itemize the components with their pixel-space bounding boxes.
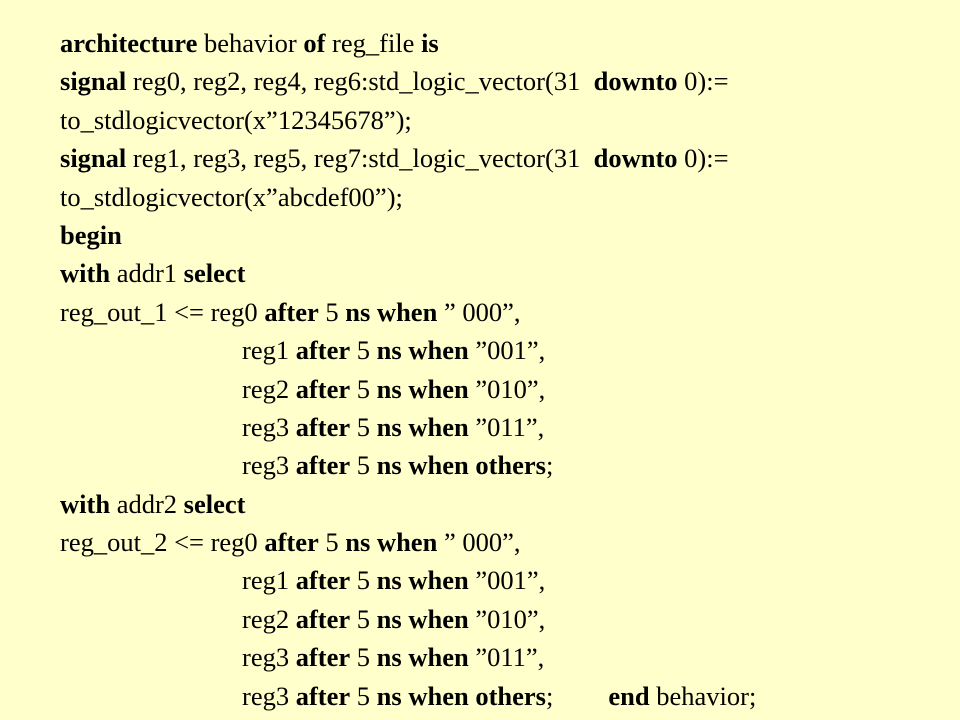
- code-line: reg_out_2 <= reg0 after 5 ns when ” 000”…: [60, 523, 756, 561]
- code-text: ;: [545, 680, 554, 711]
- code-text: behavior;: [649, 680, 757, 711]
- code-text: reg3: [242, 642, 296, 673]
- code-text: reg1: [242, 335, 296, 366]
- code-keyword: after: [295, 335, 351, 366]
- code-text: addr1: [110, 258, 184, 289]
- code-keyword: select: [183, 258, 246, 289]
- code-text: reg2: [242, 603, 296, 634]
- code-text: 5: [350, 411, 377, 442]
- code-line: architecture behavior of reg_file is: [60, 24, 756, 62]
- code-text: reg1: [242, 565, 296, 596]
- code-keyword: after: [264, 296, 319, 327]
- code-line: reg1 after 5 ns when ”001”,: [60, 561, 756, 599]
- code-text: 5: [350, 565, 377, 596]
- code-text: 0):=: [677, 66, 729, 97]
- code-text: addr2: [110, 488, 184, 519]
- code-text: reg2: [242, 373, 296, 404]
- code-keyword: architecture: [60, 28, 198, 58]
- code-keyword: after: [295, 680, 351, 711]
- code-text: reg_out_1 <= reg0: [60, 296, 265, 327]
- code-text: 5: [350, 450, 377, 481]
- code-text: 5: [318, 296, 346, 327]
- code-text: reg_file: [325, 28, 422, 58]
- code-keyword: of: [303, 28, 326, 58]
- code-text: ” 000”,: [437, 527, 521, 558]
- code-keyword: ns when others: [376, 450, 546, 481]
- code-keyword: downto: [593, 143, 678, 174]
- code-keyword: after: [295, 642, 351, 673]
- code-keyword: after: [295, 411, 351, 442]
- code-keyword: signal: [60, 66, 127, 97]
- code-text: 5: [318, 527, 346, 558]
- code-line: reg3 after 5 ns when others;: [60, 446, 756, 484]
- code-line: to_stdlogicvector(x”12345678”);: [60, 101, 756, 139]
- code-keyword: after: [295, 565, 351, 596]
- code-text: ;: [545, 450, 554, 481]
- code-keyword: downto: [593, 66, 678, 97]
- code-keyword: ns when: [376, 642, 469, 673]
- code-keyword: after: [295, 373, 351, 404]
- code-line: reg3 after 5 ns when ”011”,: [60, 408, 756, 446]
- code-text: to_stdlogicvector(x”12345678”);: [60, 104, 412, 135]
- code-text: to_stdlogicvector(x”abcdef00”);: [60, 181, 403, 212]
- code-text: reg3: [242, 450, 296, 481]
- code-line: with addr2 select: [60, 485, 756, 523]
- code-text: reg3: [242, 411, 296, 442]
- code-line: reg2 after 5 ns when ”010”,: [60, 600, 756, 638]
- code-keyword: signal: [60, 143, 127, 174]
- code-text: reg_out_2 <= reg0: [60, 527, 265, 558]
- code-text: 0):=: [677, 143, 729, 174]
- code-keyword: is: [421, 28, 439, 58]
- code-keyword: ns when: [376, 335, 469, 366]
- code-keyword: after: [295, 603, 351, 634]
- code-text: 5: [350, 373, 377, 404]
- code-line: with addr1 select: [60, 254, 756, 292]
- code-text: ”011”,: [468, 642, 545, 673]
- code-keyword: with: [60, 258, 111, 289]
- code-line: signal reg0, reg2, reg4, reg6:std_logic_…: [60, 62, 756, 100]
- code-line: reg1 after 5 ns when ”001”,: [60, 331, 756, 369]
- code-text: behavior: [197, 28, 304, 58]
- code-text: ”001”,: [468, 335, 546, 366]
- code-keyword: ns when others: [376, 680, 546, 711]
- code-text: 5: [350, 603, 377, 634]
- code-keyword: with: [60, 488, 111, 519]
- code-keyword: ns when: [376, 603, 469, 634]
- code-text: ”010”,: [468, 603, 546, 634]
- code-keyword: ns when: [345, 296, 438, 327]
- code-text: ”010”,: [468, 373, 546, 404]
- code-text: ”001”,: [468, 565, 546, 596]
- code-keyword: ns when: [376, 373, 469, 404]
- code-text: reg0, reg2, reg4, reg6:std_logic_vector(…: [126, 66, 594, 97]
- code-text: 5: [350, 642, 377, 673]
- code-text: ”011”,: [468, 411, 545, 442]
- code-line: signal reg1, reg3, reg5, reg7:std_logic_…: [60, 139, 756, 177]
- code-text: ” 000”,: [437, 296, 521, 327]
- code-line: begin: [60, 216, 756, 254]
- code-line: reg3 after 5 ns when ”011”,: [60, 638, 756, 676]
- code-line: reg3 after 5 ns when others; end behavior…: [60, 677, 756, 715]
- code-text: reg3: [242, 680, 296, 711]
- code-keyword: ns when: [376, 411, 469, 442]
- code-keyword: ns when: [345, 527, 438, 558]
- code-text: 5: [350, 335, 377, 366]
- code-line: to_stdlogicvector(x”abcdef00”);: [60, 178, 756, 216]
- code-keyword: after: [295, 450, 351, 481]
- code-keyword: select: [183, 488, 246, 519]
- code-keyword: end: [608, 680, 650, 711]
- code-line: reg_out_1 <= reg0 after 5 ns when ” 000”…: [60, 293, 756, 331]
- code-text: 5: [350, 680, 377, 711]
- code-text: reg1, reg3, reg5, reg7:std_logic_vector(…: [126, 143, 594, 174]
- code-line: reg2 after 5 ns when ”010”,: [60, 370, 756, 408]
- code-keyword: after: [264, 527, 319, 558]
- code-keyword: begin: [60, 219, 122, 250]
- code-keyword: ns when: [376, 565, 469, 596]
